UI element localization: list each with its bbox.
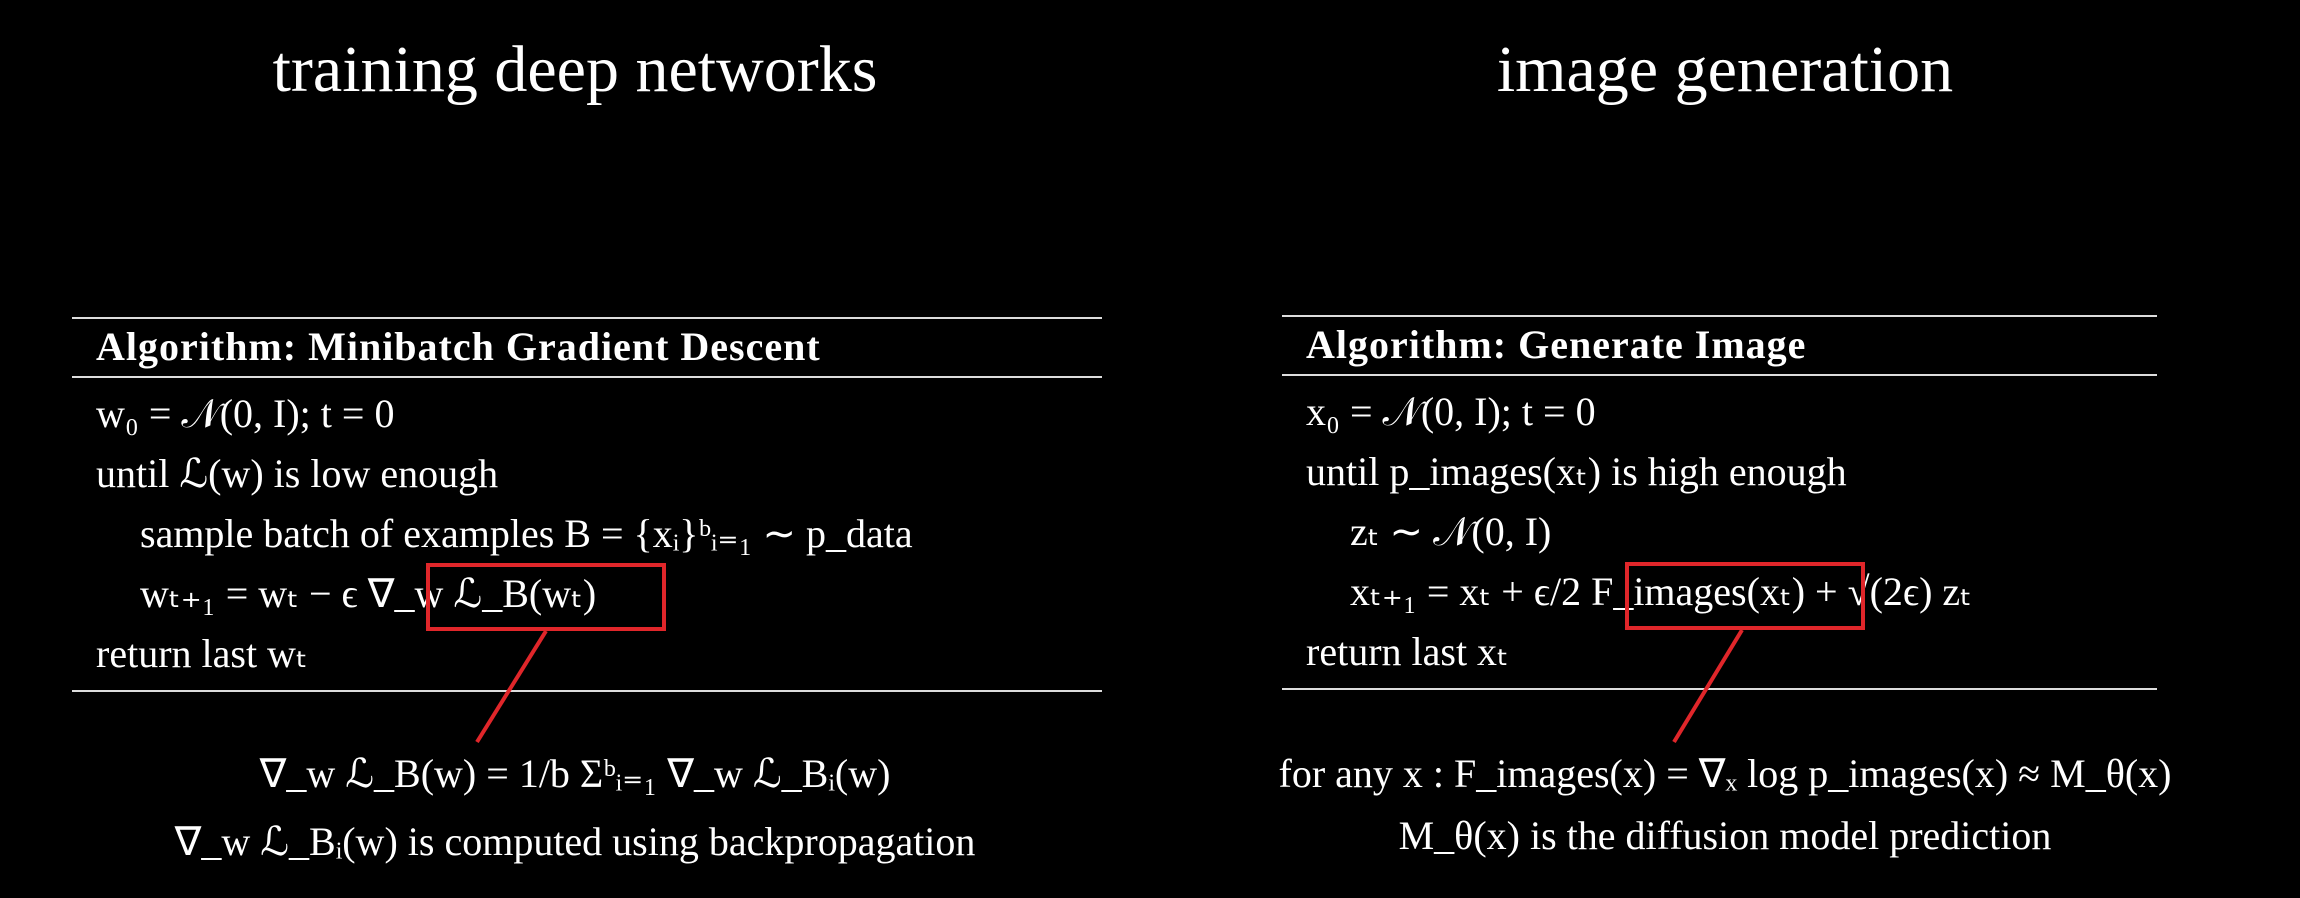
left-algorithm-box: Algorithm: Minibatch Gradient Descent w₀… xyxy=(72,317,1102,692)
left-algo-line-5: return last wₜ xyxy=(96,631,308,676)
right-algo-line-3: zₜ ∼ 𝒩(0, I) xyxy=(1350,509,1552,554)
right-highlight-box xyxy=(1625,562,1865,630)
right-algo-line-4: xₜ₊₁ = xₜ + ϵ/2 F_images(xₜ) + √(2ϵ) zₜ xyxy=(1350,569,1972,614)
left-algo-line-4: wₜ₊₁ = wₜ − ϵ ∇_w ℒ_B(wₜ) xyxy=(140,571,597,616)
right-algo-line-2: until p_images(xₜ) is high enough xyxy=(1306,449,1847,494)
right-algo-line-5: return last xₜ xyxy=(1306,629,1509,674)
right-algorithm-header: Algorithm: Generate Image xyxy=(1282,317,2157,376)
left-note-2: ∇_w ℒ_Bᵢ(w) is computed using backpropag… xyxy=(174,819,976,864)
right-panel: image generation Algorithm: Generate Ima… xyxy=(1150,0,2300,898)
left-algo-line-3: sample batch of examples B = {xᵢ}ᵇᵢ₌₁ ∼ … xyxy=(140,511,913,556)
left-note-1: ∇_w ℒ_B(w) = 1/b Σᵇᵢ₌₁ ∇_w ℒ_Bᵢ(w) xyxy=(259,751,891,796)
left-algorithm-header: Algorithm: Minibatch Gradient Descent xyxy=(72,319,1102,378)
right-algo-line-1: x₀ = 𝒩(0, I); t = 0 xyxy=(1306,389,1596,434)
right-note-2: M_θ(x) is the diffusion model prediction xyxy=(1398,813,2052,858)
left-panel: training deep networks Algorithm: Miniba… xyxy=(72,33,1102,864)
right-algorithm-box: Algorithm: Generate Image x₀ = 𝒩(0, I); … xyxy=(1282,315,2157,690)
left-title: training deep networks xyxy=(272,33,878,106)
left-algo-line-1: w₀ = 𝒩(0, I); t = 0 xyxy=(96,391,395,436)
right-note-1: for any x : F_images(x) = ∇ₓ log p_image… xyxy=(1278,751,2172,796)
left-highlight-box xyxy=(426,563,666,631)
left-algo-line-2: until ℒ(w) is low enough xyxy=(96,451,499,496)
right-title: image generation xyxy=(1496,33,1954,106)
